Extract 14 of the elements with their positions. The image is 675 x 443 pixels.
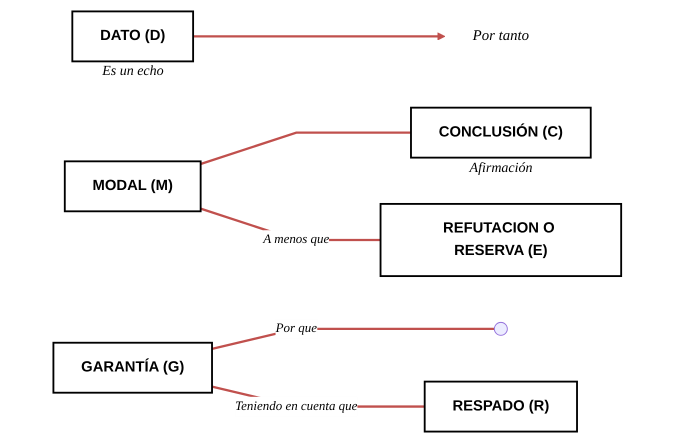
node-box: RESPADO (R) bbox=[424, 380, 578, 432]
node-box: MODAL (M) bbox=[64, 160, 202, 212]
annotation-text: Afirmación bbox=[470, 160, 533, 177]
node-box: CONCLUSIÓN (C) bbox=[410, 106, 592, 159]
arrow bbox=[193, 32, 446, 40]
node-box: REFUTACION O RESERVA (E) bbox=[380, 202, 622, 278]
edge-label: A menos que bbox=[263, 233, 330, 247]
annotation-text: Es un echo bbox=[102, 64, 164, 80]
edge-label: Teniendo en cuenta que bbox=[235, 400, 358, 414]
node-text: Por tanto bbox=[472, 28, 530, 44]
node-box: GARANTÍA (G) bbox=[52, 342, 214, 394]
edge-label: Por que bbox=[276, 322, 318, 336]
connector bbox=[200, 131, 412, 166]
node-box: DATO (D) bbox=[72, 10, 194, 62]
